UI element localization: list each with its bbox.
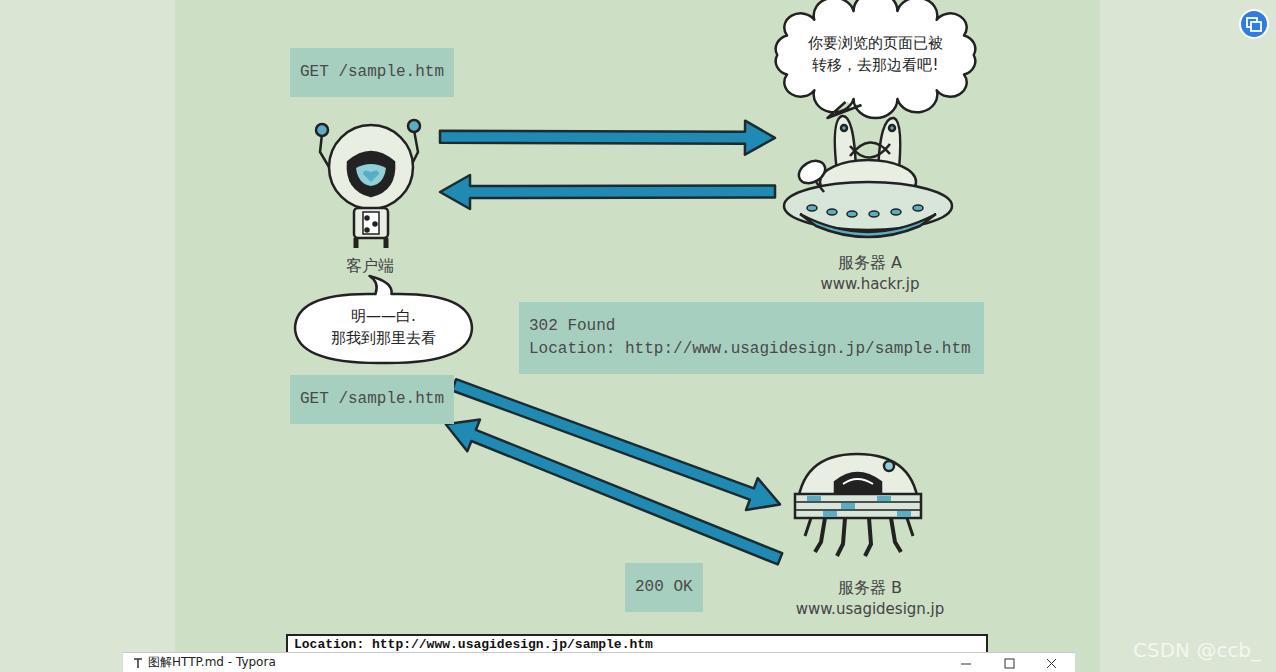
- cloud-outline: [768, 2, 983, 108]
- float-icon: [1238, 8, 1270, 40]
- node-subtitle: www.usagidesign.jp: [796, 599, 945, 620]
- response-box: 302 FoundLocation: http://www.usagidesig…: [519, 302, 984, 374]
- speech-bubble: 明——白. 那我到那里去看: [292, 290, 475, 366]
- node-title: 客户端: [346, 255, 394, 277]
- node-title: 你要浏览的页面已被 转移，去那边看吧!: [768, 33, 983, 77]
- speech-cloud: 你要浏览的页面已被 转移，去那边看吧!: [768, 2, 983, 108]
- app-icon: [131, 656, 145, 670]
- server-node: 服务器 Bwww.usagidesign.jp: [780, 450, 960, 620]
- node-title: GET /sample.htm: [300, 61, 444, 84]
- request-box: GET /sample.htm: [290, 375, 454, 424]
- node-title: 明——白. 那我到那里去看: [292, 306, 475, 350]
- node-title: 302 Found: [529, 315, 974, 338]
- arrow-connector: [440, 175, 775, 209]
- node-title: 200 OK: [635, 576, 693, 599]
- arrow-connector: [446, 420, 782, 565]
- robot-illustration: [300, 112, 440, 252]
- jellyfish-server-illustration: [785, 452, 935, 570]
- request-box: GET /sample.htm: [290, 48, 454, 97]
- node-subtitle: Location: http://www.usagidesign.jp/samp…: [529, 338, 974, 361]
- window-buttons: [953, 655, 1073, 671]
- code-line-box: Location: http://www.usagidesign.jp/samp…: [286, 634, 988, 654]
- client-node: 客户端: [300, 112, 440, 277]
- node-title: 服务器 B: [838, 577, 902, 599]
- window-title: 图解HTTP.md - Typora: [148, 654, 276, 671]
- node-subtitle: www.hackr.jp: [820, 274, 919, 295]
- ufo-server-illustration: [780, 110, 970, 245]
- node-title: Location: http://www.usagidesign.jp/samp…: [294, 637, 980, 653]
- response-box: 200 OK: [625, 563, 703, 612]
- server-node: 服务器 Awww.hackr.jp: [775, 110, 965, 295]
- bubble-outline: [292, 290, 475, 366]
- node-title: GET /sample.htm: [300, 388, 444, 411]
- node-title: 服务器 A: [838, 252, 902, 274]
- arrow-connector: [440, 121, 775, 155]
- watermark: CSDN @ccb_: [1133, 638, 1261, 662]
